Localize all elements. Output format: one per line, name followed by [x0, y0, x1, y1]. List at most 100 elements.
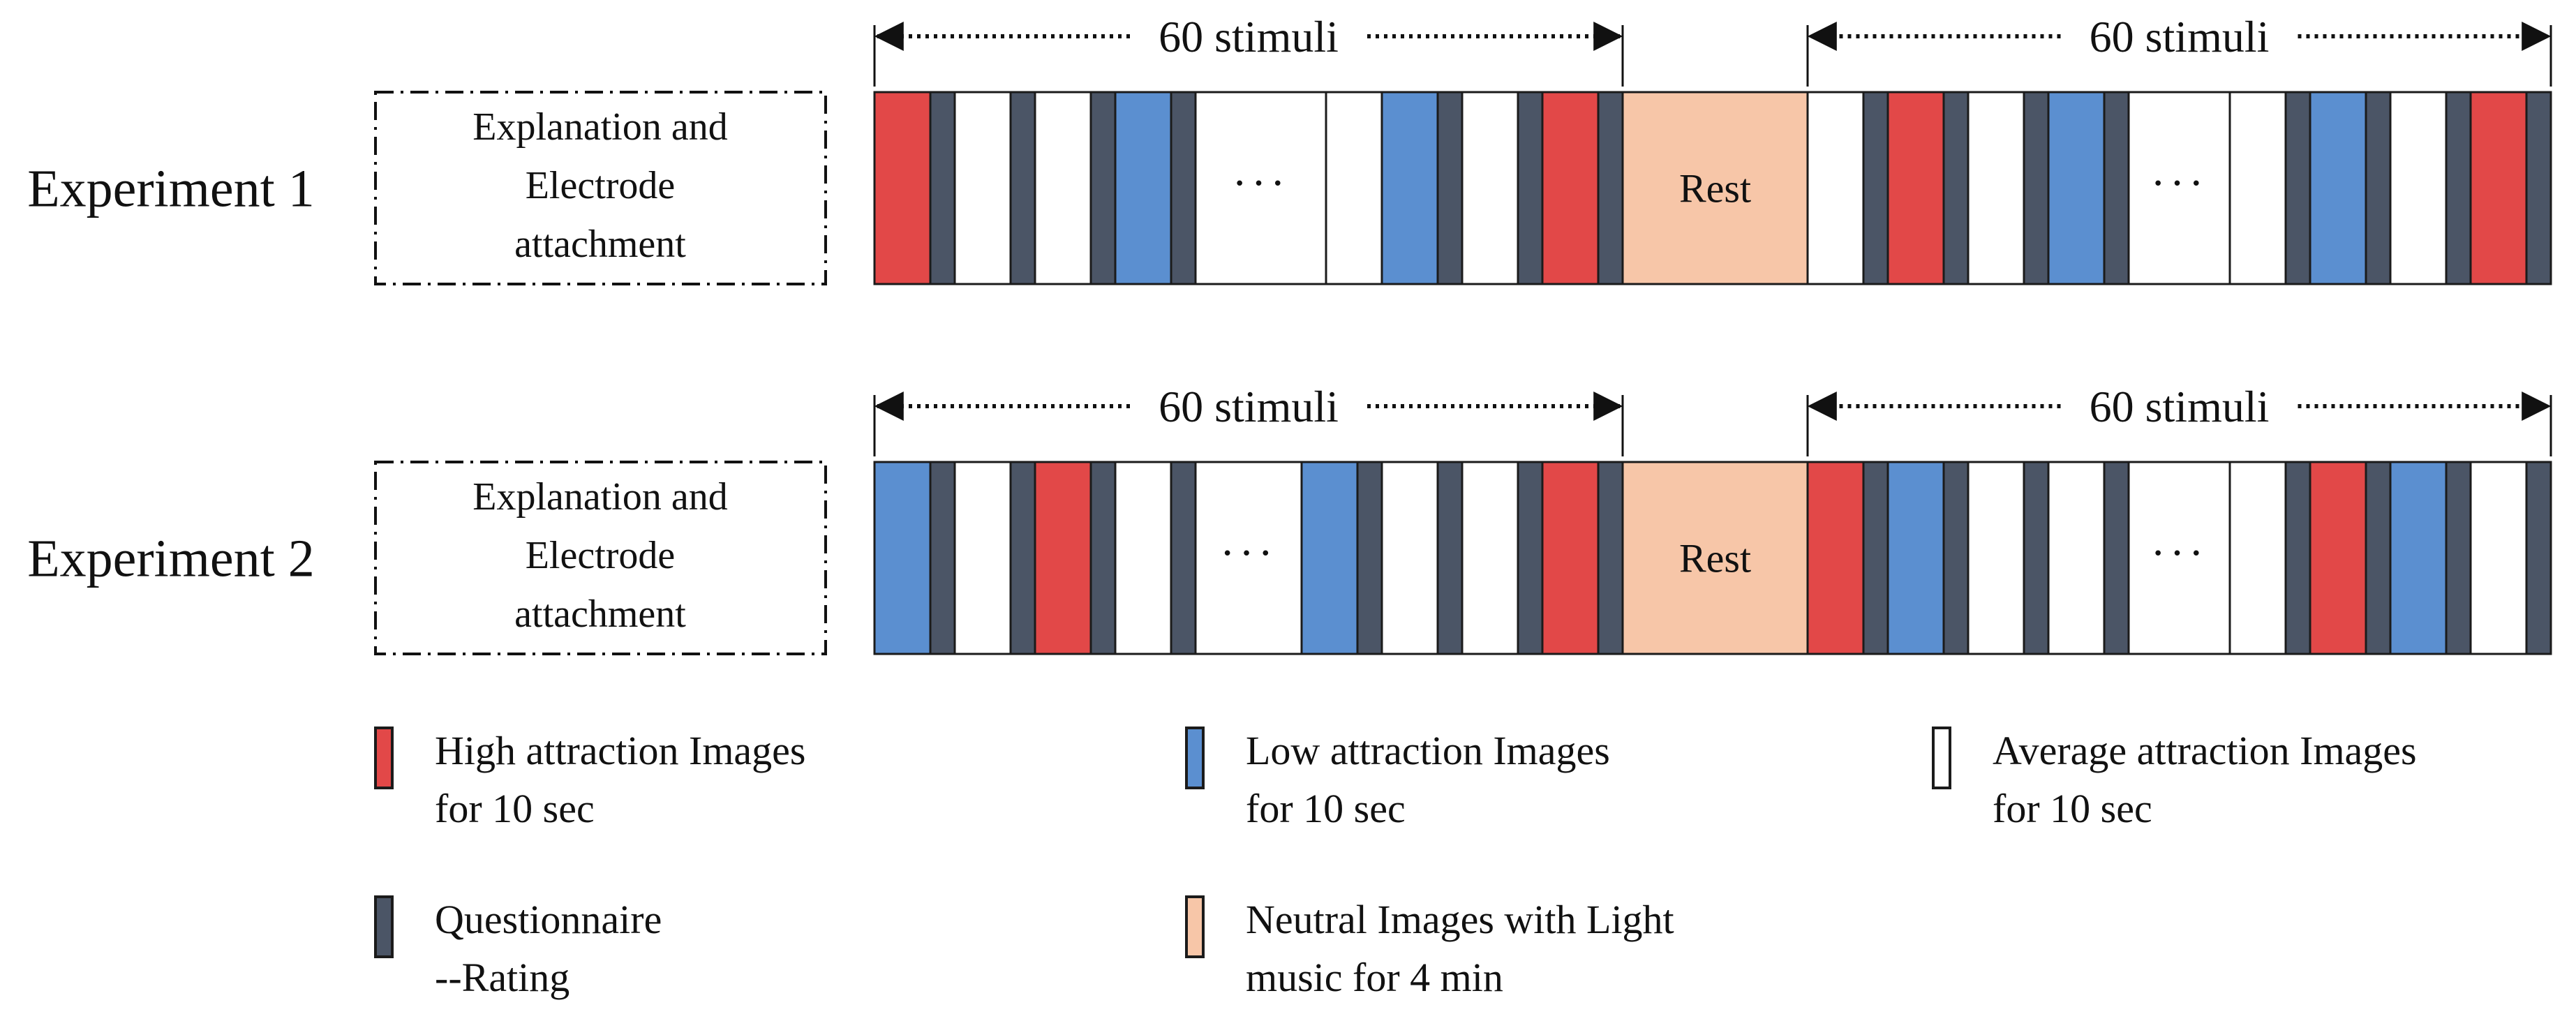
- low-attraction-cell: [1886, 461, 1945, 655]
- average-attraction-cell: [1325, 91, 1383, 285]
- preparation-box-text: Electrode: [526, 164, 676, 207]
- average-attraction-cell: [1461, 461, 1519, 655]
- average-attraction-cell: [953, 91, 1012, 285]
- questionnaire-cell: [1517, 461, 1544, 655]
- questionnaire-cell: [1089, 461, 1117, 655]
- preparation-box-text: Electrode: [526, 534, 676, 577]
- average-attraction-cell: [953, 461, 1012, 655]
- average-attraction-cell: [2228, 91, 2287, 285]
- legend-label: Questionnaire: [435, 897, 662, 942]
- legend-sublabel: for 10 sec: [1246, 786, 1406, 831]
- rest-label: Rest: [1679, 536, 1751, 581]
- span-label: 60 stimuli: [2090, 382, 2270, 431]
- preparation-box: [374, 461, 827, 655]
- questionnaire-cell: [2023, 461, 2050, 655]
- rest-block: [1621, 461, 1809, 655]
- questionnaire-cell: [2023, 91, 2050, 285]
- questionnaire-cell: [2525, 91, 2552, 285]
- questionnaire-cell: [929, 91, 956, 285]
- high-attraction-cell: [2469, 91, 2528, 285]
- ellipsis-gap: [2127, 91, 2231, 285]
- high-attraction-cell: [1541, 91, 1600, 285]
- high-attraction-cell: [1541, 461, 1600, 655]
- average-attraction-cell: [2389, 91, 2448, 285]
- average-attraction-cell: [2228, 461, 2287, 655]
- experiment-label: Experiment 1: [27, 160, 315, 218]
- questionnaire-cell: [1009, 91, 1036, 285]
- low-attraction-cell: [1300, 461, 1359, 655]
- questionnaire-cell: [1436, 461, 1464, 655]
- questionnaire-cell: [1942, 91, 1970, 285]
- low-attraction-cell: [873, 461, 932, 655]
- questionnaire-cell: [1170, 461, 1197, 655]
- average-attraction-cell: [1967, 91, 2025, 285]
- preparation-box-text: attachment: [514, 223, 686, 266]
- legend-item-high: High attraction Images for 10 sec: [374, 727, 806, 831]
- preparation-box-text: Explanation and: [472, 475, 727, 519]
- legend-sublabel: music for 4 min: [1246, 955, 1503, 1000]
- average-attraction-cell: [2469, 461, 2528, 655]
- high-attraction-cell: [873, 91, 932, 285]
- questionnaire-cell: [1009, 461, 1036, 655]
- low-attraction-cell: [1380, 91, 1439, 285]
- legend-swatch-average: [1932, 727, 1951, 789]
- questionnaire-cell: [1862, 461, 1889, 655]
- rest-label: Rest: [1679, 166, 1751, 211]
- questionnaire-cell: [2365, 461, 2392, 655]
- questionnaire-cell: [929, 461, 956, 655]
- ellipsis-gap: [2127, 461, 2231, 655]
- average-attraction-cell: [1806, 91, 1865, 285]
- questionnaire-cell: [2103, 91, 2130, 285]
- preparation-box: [374, 91, 827, 285]
- questionnaire-cell: [1862, 91, 1889, 285]
- questionnaire-cell: [1597, 91, 1624, 285]
- legend-label: Neutral Images with Light: [1246, 897, 1674, 942]
- span-label: 60 stimuli: [2090, 12, 2270, 61]
- average-attraction-cell: [1967, 461, 2025, 655]
- questionnaire-cell: [1089, 91, 1117, 285]
- questionnaire-cell: [2445, 91, 2472, 285]
- questionnaire-cell: [2525, 461, 2552, 655]
- low-attraction-cell: [2309, 91, 2367, 285]
- questionnaire-cell: [1436, 91, 1464, 285]
- preparation-box-text: attachment: [514, 593, 686, 636]
- low-attraction-cell: [2389, 461, 2448, 655]
- ellipsis-gap: [1194, 91, 1327, 285]
- experiment-label: Experiment 2: [27, 530, 315, 588]
- questionnaire-cell: [2445, 461, 2472, 655]
- ellipsis-gap: [1194, 461, 1303, 655]
- legend-label: High attraction Images: [435, 728, 806, 773]
- legend-item-questionnaire: Questionnaire --Rating: [374, 895, 662, 1000]
- ellipsis: ···: [1233, 158, 1290, 208]
- legend-swatch-high: [374, 727, 394, 789]
- span-label: 60 stimuli: [1159, 12, 1339, 61]
- questionnaire-cell: [1597, 461, 1624, 655]
- questionnaire-cell: [2284, 91, 2311, 285]
- ellipsis: ···: [2151, 158, 2208, 208]
- legend-swatch-low: [1185, 727, 1205, 789]
- legend-swatch-rest: [1185, 895, 1205, 958]
- preparation-box-text: Explanation and: [472, 105, 727, 149]
- legend-item-rest: Neutral Images with Light music for 4 min: [1185, 895, 1674, 1000]
- average-attraction-cell: [1114, 461, 1172, 655]
- low-attraction-cell: [1114, 91, 1172, 285]
- span-label: 60 stimuli: [1159, 382, 1339, 431]
- average-attraction-cell: [1034, 91, 1092, 285]
- questionnaire-cell: [1170, 91, 1197, 285]
- legend-swatch-questionnaire: [374, 895, 394, 958]
- legend-sublabel: for 10 sec: [435, 786, 595, 831]
- questionnaire-cell: [2284, 461, 2311, 655]
- legend-label: Average attraction Images: [1993, 728, 2417, 773]
- rest-block: [1621, 91, 1809, 285]
- questionnaire-cell: [1517, 91, 1544, 285]
- questionnaire-cell: [1942, 461, 1970, 655]
- questionnaire-cell: [1356, 461, 1383, 655]
- high-attraction-cell: [1806, 461, 1865, 655]
- legend-sublabel: --Rating: [435, 955, 569, 1000]
- high-attraction-cell: [1886, 91, 1945, 285]
